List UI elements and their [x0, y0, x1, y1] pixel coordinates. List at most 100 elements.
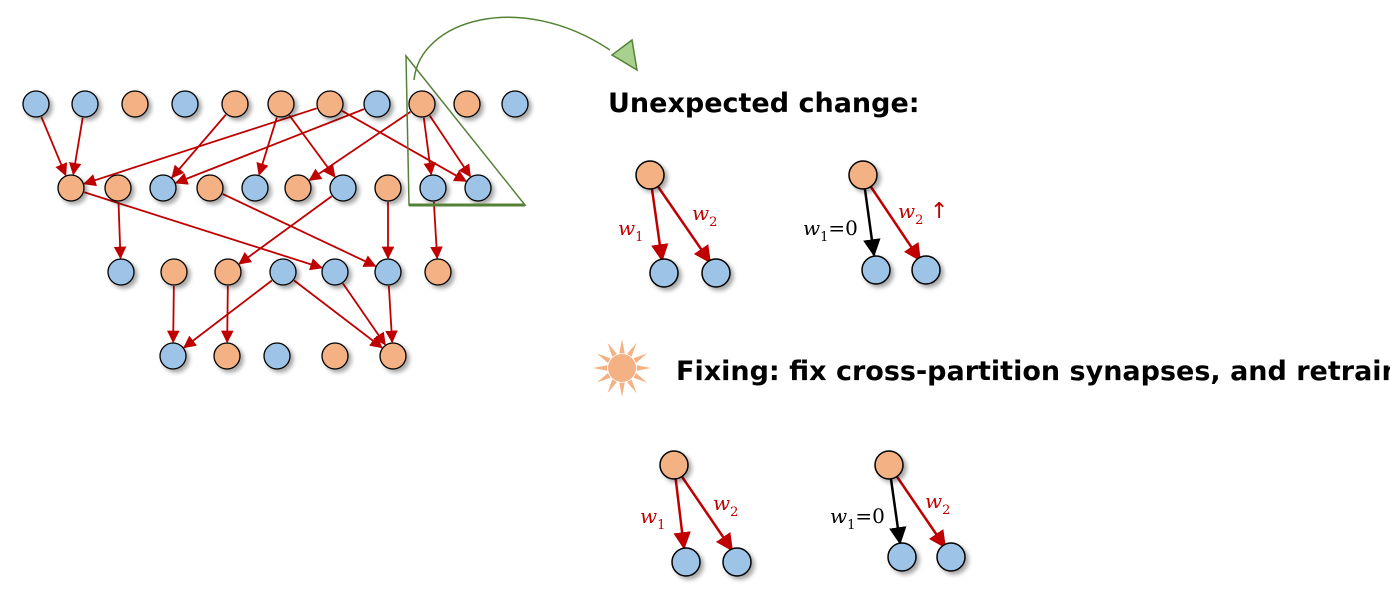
unexpected-after-right-node — [911, 255, 941, 285]
network-node-blue — [159, 342, 187, 370]
fixing-before-left-node — [671, 547, 701, 577]
sun-ray — [596, 373, 611, 383]
unexpected-change-title: Unexpected change: — [608, 88, 920, 119]
network-nodes — [22, 90, 529, 370]
network-edge — [288, 114, 336, 178]
network-edge — [113, 201, 127, 260]
fixing-before-w2-edge — [672, 464, 734, 552]
network-edge — [40, 116, 68, 177]
fixing-after-group: w1=0 w2 — [830, 450, 966, 572]
sun-ray — [636, 365, 651, 371]
unexpected-before-top-node — [635, 160, 665, 190]
sun-ray — [619, 382, 625, 397]
fixing-before-right-node — [722, 547, 752, 577]
fixing-title: Fixing: fix cross-partition synapses, an… — [676, 356, 1390, 387]
network-node-orange — [160, 258, 188, 286]
sun-ray — [627, 342, 637, 357]
fixing-after-w2-edge — [887, 464, 947, 549]
sun-ray — [633, 373, 648, 383]
network-edge — [84, 191, 323, 271]
network-node-blue — [241, 174, 269, 202]
network-node-blue — [107, 258, 135, 286]
fixing-after-top-node — [874, 450, 904, 480]
network-node-blue — [22, 90, 50, 118]
fixing-before-top-node — [659, 450, 689, 480]
sun-ray — [593, 365, 608, 371]
network-node-orange — [267, 90, 295, 118]
network-node-blue — [321, 258, 349, 286]
network-node-blue — [374, 258, 402, 286]
unexpected-after-w2-label: w2 — [898, 199, 923, 228]
network-node-blue — [263, 342, 291, 370]
network-node-orange — [379, 342, 407, 370]
network-edge — [385, 285, 398, 344]
network-node-orange — [214, 258, 242, 286]
unexpected-after-top-node — [848, 160, 878, 190]
fixing-before-w1-label: w1 — [640, 504, 665, 533]
network-node-blue — [71, 90, 99, 118]
unexpected-before-w1-label: w1 — [618, 216, 643, 245]
unexpected-before-w2-label: w2 — [692, 201, 717, 230]
network-edges — [40, 107, 471, 349]
network-node-orange — [453, 90, 481, 118]
unexpected-before-right-node — [701, 258, 731, 288]
sun-ray — [633, 353, 648, 363]
network-node-orange — [374, 174, 402, 202]
network-node-blue — [501, 90, 529, 118]
network-node-blue — [464, 174, 492, 202]
network-node-blue — [149, 174, 177, 202]
network-node-orange — [284, 174, 312, 202]
sun-ray — [627, 379, 637, 394]
network-node-orange — [321, 342, 349, 370]
network-node-orange — [221, 90, 249, 118]
sun-ray — [607, 379, 617, 394]
network-edge — [174, 108, 365, 185]
network-edge — [308, 111, 411, 181]
unexpected-after-w2-increase: ↑ — [930, 199, 948, 224]
network-edge — [238, 195, 333, 265]
network-node-orange — [104, 174, 132, 202]
network-node-orange — [57, 174, 85, 202]
network-edge — [68, 117, 84, 176]
network-edge — [183, 279, 273, 349]
unexpected-after-left-node — [861, 255, 891, 285]
transfer-arrow — [413, 16, 611, 81]
transfer-arrowhead — [610, 38, 639, 72]
network-edge — [342, 283, 386, 346]
sun-ray — [596, 353, 611, 363]
unexpected-before-group: w1 w2 — [618, 160, 731, 288]
network-node-blue — [269, 258, 297, 286]
fixing-before-group: w1 w2 — [640, 450, 752, 577]
network-node-blue — [363, 90, 391, 118]
fixing-after-w2-label: w2 — [925, 489, 950, 518]
fixing-before-w2-label: w2 — [713, 491, 738, 520]
sun-ray — [619, 339, 625, 354]
network-node-orange — [424, 258, 452, 286]
fixing-after-w1-label: w1=0 — [830, 504, 885, 533]
network-edge — [83, 107, 317, 187]
unexpected-before-w2-edge — [648, 174, 712, 264]
unexpected-before-left-node — [649, 258, 679, 288]
network-edge — [167, 285, 180, 344]
unexpected-after-group: w1=0 w2 ↑ — [803, 160, 948, 285]
sun-ray — [607, 342, 617, 357]
network-edge — [222, 193, 377, 267]
unexpected-after-w1-label: w1=0 — [803, 216, 858, 245]
network-node-orange — [196, 174, 224, 202]
network-edge — [341, 110, 467, 182]
network-edge — [429, 115, 471, 178]
network-edge — [422, 117, 436, 176]
sun-icon — [593, 339, 651, 397]
network-edge — [293, 279, 383, 349]
network-node-blue — [329, 174, 357, 202]
network-node-orange — [316, 90, 344, 118]
fixing-after-left-node — [887, 542, 917, 572]
network-node-orange — [121, 90, 149, 118]
network-node-blue — [171, 90, 199, 118]
network-node-orange — [408, 90, 436, 118]
network-node-orange — [213, 342, 241, 370]
network-edge — [430, 201, 443, 260]
network-node-blue — [419, 174, 447, 202]
fixing-after-right-node — [936, 542, 966, 572]
